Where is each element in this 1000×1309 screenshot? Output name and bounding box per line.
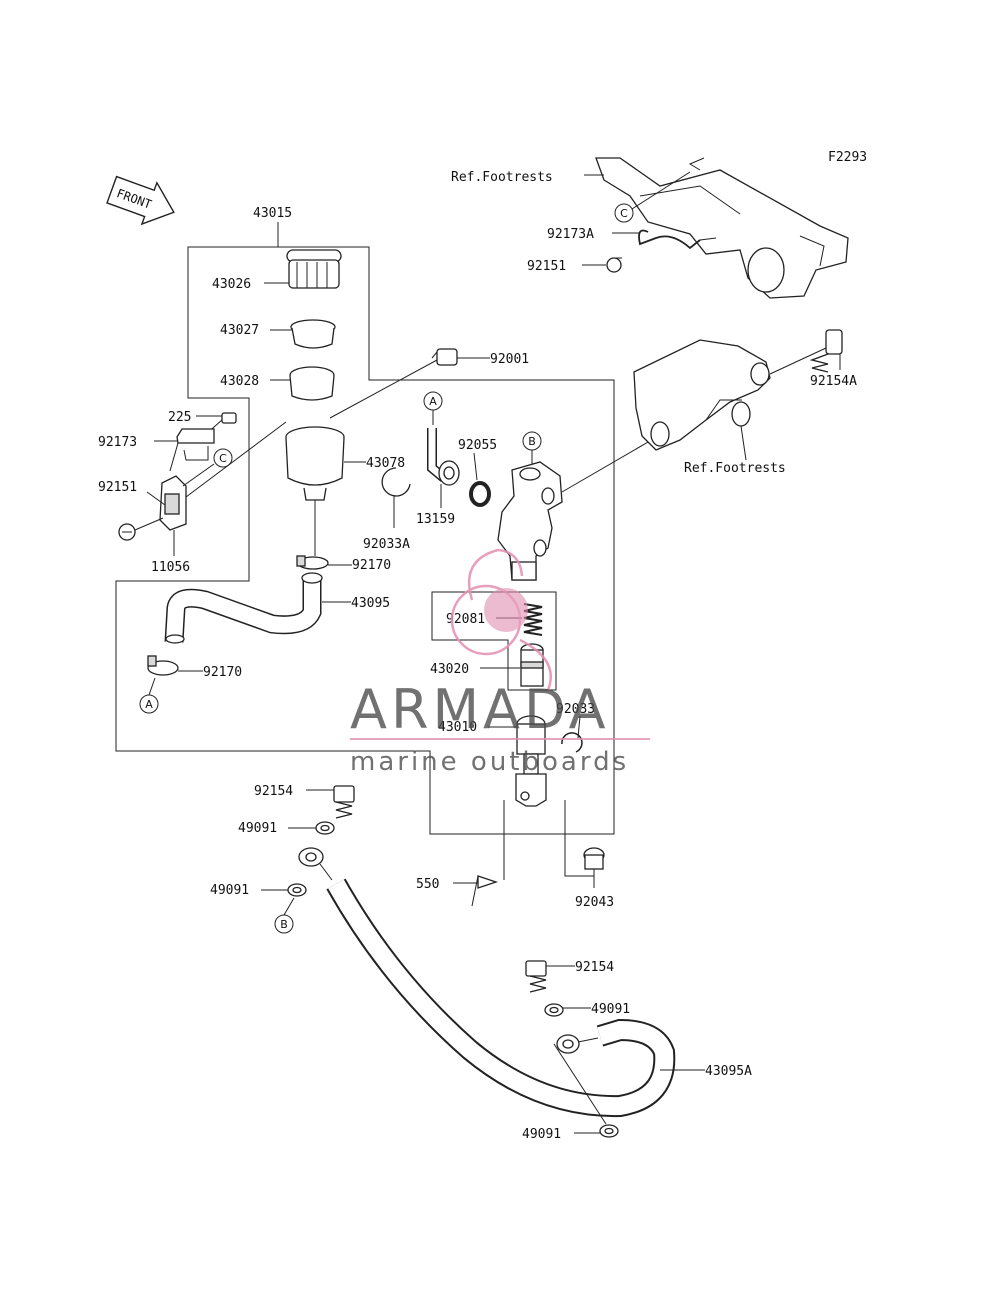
callout-b-top: B [522,431,542,451]
washer-c-icon [544,1003,564,1017]
front-arrow-icon: FRONT [106,175,175,226]
piston-icon [520,643,544,687]
part-43020: 43020 [430,662,469,677]
armada-tagline: marine outboards [350,747,629,777]
armada-logo: ARMADA marine outboards [350,548,650,777]
callout-a-top-label: A [429,395,437,408]
hose-clip-upper-icon [296,555,329,570]
cotter-pin-icon [471,875,499,907]
part-13159: 13159 [416,512,455,527]
assembly-axis-left [185,421,287,498]
part-49091-a: 49091 [238,821,277,836]
bolt-92001-icon [431,348,458,366]
part-92170-lower: 92170 [203,665,242,680]
armada-logo-mark-icon [450,548,553,691]
part-43095: 43095 [351,596,390,611]
part-43027: 43027 [220,323,259,338]
hose-lower-axis [553,1043,607,1125]
callout-a-top: A [423,391,443,411]
callout-b-lower-label: B [280,918,288,931]
diaphragm-plate-icon [290,319,336,349]
washer-d-icon [599,1124,619,1138]
ref-footrests-mid: Ref.Footrests [684,461,786,476]
washer-a-icon [315,821,335,835]
part-11056: 11056 [151,560,190,575]
part-92154-lower: 92154 [575,960,614,975]
brake-pedal-bracket-icon [633,339,771,451]
screw-icon [118,517,164,541]
callout-c-right: C [614,203,634,223]
part-49091-c: 49091 [591,1002,630,1017]
o-ring-icon [469,481,491,507]
banjo-bolt-upper-icon [333,785,355,819]
part-49091-d: 49091 [522,1127,561,1142]
reservoir-icon [285,426,345,556]
diaphragm-icon [289,366,335,401]
part-43078: 43078 [366,456,405,471]
reservoir-hose-icon [164,572,323,644]
part-92043: 92043 [575,895,614,910]
callout-c-left-label: C [219,452,227,465]
pivot-bolt-icon [809,329,843,373]
footrest-bracket-top-icon [595,157,849,299]
piston-kit-outline [431,591,557,691]
hose-fitting-elbow-icon [427,428,460,486]
part-43015: 43015 [253,206,292,221]
group-outline-43015 [115,246,615,835]
part-43026: 43026 [212,277,251,292]
pivot-axis [561,437,656,493]
reservoir-cap-icon [286,249,342,289]
small-bolt-icon [205,412,237,435]
hose-clip-lower-icon [147,655,179,676]
assembly-axis-92001 [329,359,438,419]
part-43010: 43010 [438,720,477,735]
armada-brand: ARMADA [350,678,610,741]
part-92173: 92173 [98,435,137,450]
part-43095A: 43095A [705,1064,752,1079]
washer-b-icon [287,883,307,897]
part-92154A: 92154A [810,374,857,389]
part-92151-top: 92151 [527,259,566,274]
part-43028: 43028 [220,374,259,389]
part-92033: 92033 [556,702,595,717]
callout-b-top-label: B [528,435,536,448]
screw-top-icon [606,257,622,273]
callout-c-right-label: C [620,207,628,220]
part-92170-upper: 92170 [352,558,391,573]
part-550: 550 [416,877,439,892]
callout-a-lower-label: A [145,698,153,711]
ref-footrests-top: Ref.Footrests [451,170,553,185]
clevis-pin-icon [583,847,605,870]
part-92081: 92081 [446,612,485,627]
callout-a-lower: A [139,694,159,714]
figure-code: F2293 [828,150,867,165]
part-92001: 92001 [490,352,529,367]
part-92033A: 92033A [363,537,410,552]
brake-hose-icon [298,847,676,1118]
callout-b-lower: B [274,914,294,934]
circlip-upper-icon [381,467,411,497]
callout-c-left: C [213,448,233,468]
spring-icon [523,603,543,636]
pivot-bolt-axis [769,347,827,375]
reservoir-clamp-icon [159,475,187,531]
part-225: 225 [168,410,191,425]
part-92151: 92151 [98,480,137,495]
master-cylinder-body-icon [497,461,563,581]
reservoir-hanger-icon [638,229,717,250]
part-49091-b: 49091 [210,883,249,898]
part-92173A: 92173A [547,227,594,242]
part-92154-upper: 92154 [254,784,293,799]
part-92055: 92055 [458,438,497,453]
banjo-bolt-lower-icon [525,960,547,993]
bracket-icon [169,428,215,472]
